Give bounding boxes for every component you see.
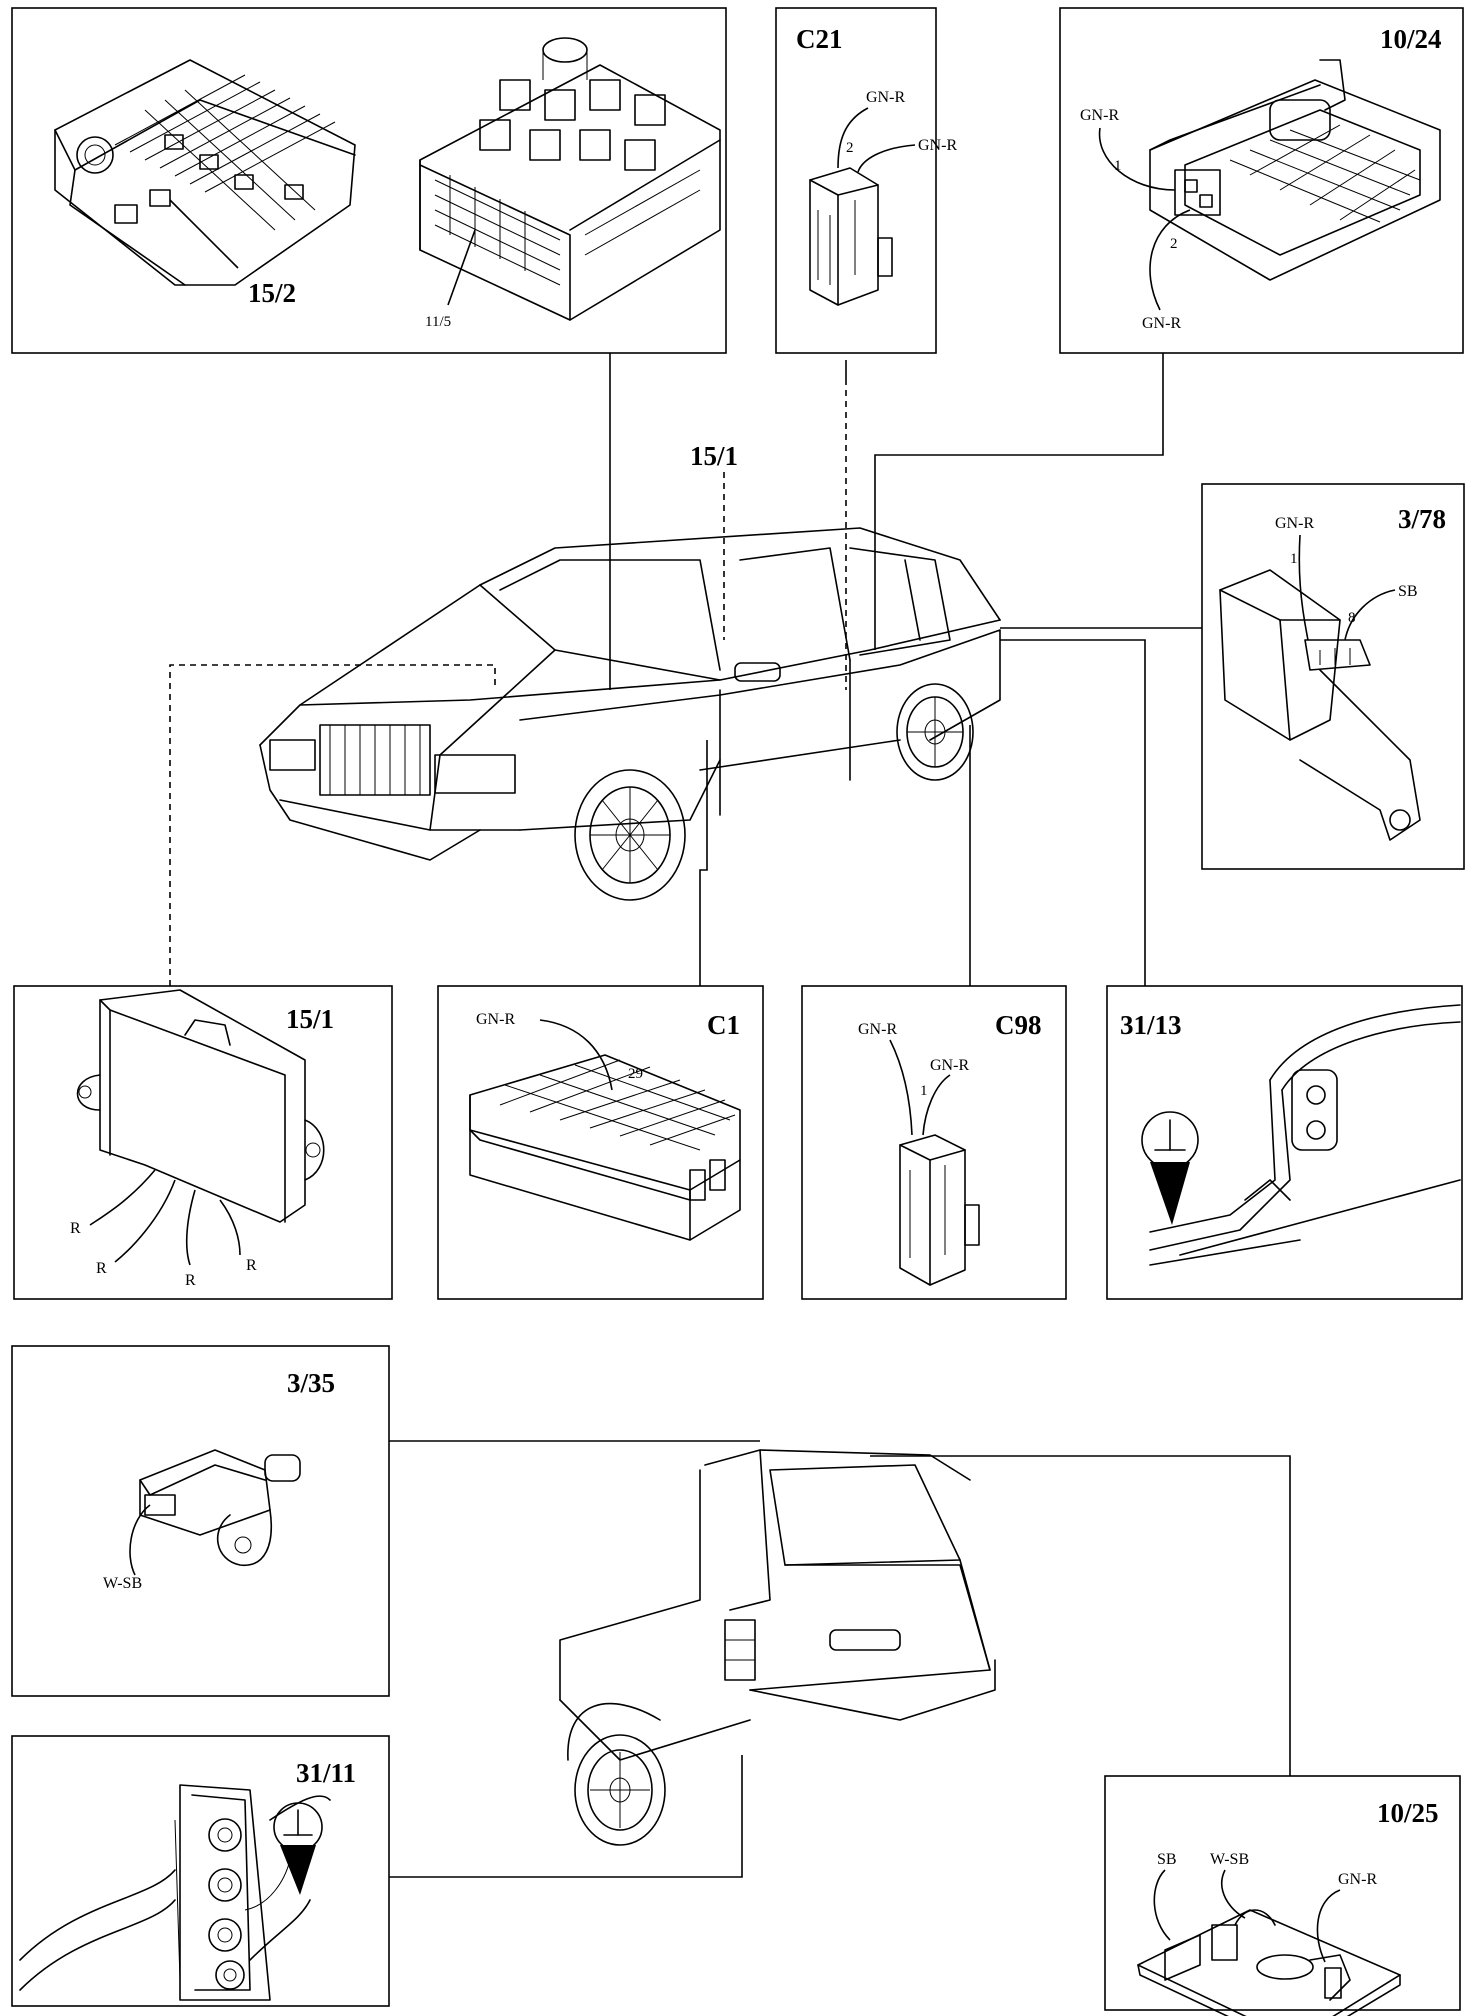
- panel-31-13-label: 31/13: [1120, 1010, 1182, 1040]
- c98-wire-2: GN-R: [930, 1057, 969, 1074]
- p10-24-wire-1: GN-R: [1080, 107, 1119, 124]
- p10-24-pin-1: 1: [1114, 158, 1122, 174]
- panel-10-24-box: [1059, 7, 1464, 354]
- leader-11-5: [447, 229, 476, 306]
- lamp-housing-drawing: [1149, 59, 1441, 281]
- lamp-10-25-drawing: [1137, 1909, 1401, 2016]
- panel-15-2-label: 15/2: [248, 278, 296, 308]
- c1-wire-curve: [539, 1019, 613, 1091]
- c1-wire: GN-R: [476, 1011, 515, 1028]
- p10-25-wire-1: SB: [1157, 1851, 1177, 1868]
- sedan-label: 15/1: [690, 441, 738, 471]
- panel-3-35-label: 3/35: [287, 1368, 335, 1398]
- ground-symbol-icon: [273, 1802, 323, 1895]
- panel-c21-label: C21: [796, 24, 843, 54]
- c98-wire-curve-2: [922, 1074, 951, 1136]
- c21-wire-curve-2: [857, 144, 916, 173]
- p15-1-wire-curve-3: [185, 1189, 196, 1266]
- p10-25-curve-2: [1220, 1869, 1246, 1919]
- panel-3-78-label: 3/78: [1398, 504, 1446, 534]
- c21-wire-curve-1: [837, 107, 869, 169]
- c98-wire-1: GN-R: [858, 1021, 897, 1038]
- panel-c1-label: C1: [707, 1010, 740, 1040]
- connector-lines: [169, 353, 1291, 1878]
- sedan-car-drawing: [259, 527, 1001, 901]
- c98-connector-drawing: [899, 1134, 980, 1286]
- p3-78-pin-1: 1: [1290, 551, 1298, 567]
- p3-78-curve-2: [1344, 589, 1396, 641]
- p15-1-wire-curve-4: [219, 1199, 241, 1256]
- c21-pin: 2: [846, 140, 854, 156]
- p15-1-wire-3: R: [185, 1272, 196, 1289]
- panel-3-35-box: [11, 1345, 390, 1697]
- panel-31-11-box: [11, 1735, 390, 2007]
- p10-25-curve-3: [1316, 1889, 1341, 1963]
- control-module-drawing: [76, 989, 325, 1223]
- p15-1-wire-curve-1: [89, 1169, 156, 1226]
- panel-31-13-box: [1106, 985, 1463, 1300]
- p3-78-pin-8: 8: [1348, 610, 1356, 626]
- wagon-car-drawing: [559, 1449, 996, 1846]
- panel-10-25-box: [1104, 1775, 1461, 2011]
- panel-c98-label: C98: [995, 1010, 1042, 1040]
- p10-24-pin-2: 2: [1170, 236, 1178, 252]
- p10-25-curve-1: [1153, 1869, 1171, 1941]
- p10-25-wire-3: GN-R: [1338, 1871, 1377, 1888]
- p3-78-curve-1: [1298, 534, 1309, 641]
- tail-light-31-11-drawing: [19, 1784, 331, 2001]
- panel-15-1-module-label: 15/1: [286, 1004, 334, 1034]
- c98-pin: 1: [920, 1083, 928, 1099]
- relay-block-drawing: [419, 37, 721, 321]
- p15-1-wire-2: R: [96, 1260, 107, 1277]
- p10-24-curve-1: [1098, 127, 1176, 191]
- leader-15-2: [169, 199, 239, 269]
- p10-25-wire-2: W-SB: [1210, 1851, 1249, 1868]
- panel-10-25-label: 10/25: [1377, 1798, 1439, 1828]
- p3-78-wire-2: SB: [1398, 583, 1418, 600]
- ref-11-5-label: 11/5: [425, 314, 451, 330]
- ground-symbol-icon: [1141, 1111, 1199, 1225]
- c21-wire-1: GN-R: [866, 89, 905, 106]
- ground-point-31-13-drawing: [1149, 1004, 1461, 1266]
- p15-1-wire-1: R: [70, 1220, 81, 1237]
- p10-24-wire-2: GN-R: [1142, 315, 1181, 332]
- p15-1-wire-curve-2: [114, 1179, 176, 1263]
- panel-15-2-box: [11, 7, 727, 354]
- switch-3-78-drawing: [1219, 569, 1421, 841]
- panel-3-78-box: [1201, 483, 1465, 870]
- c1-pin: 29: [628, 1066, 643, 1082]
- panel-10-24-label: 10/24: [1380, 24, 1442, 54]
- c21-wire-2: GN-R: [918, 137, 957, 154]
- fuse-box-drawing: [54, 59, 356, 286]
- p15-1-wire-4: R: [246, 1257, 257, 1274]
- p3-78-wire-1: GN-R: [1275, 515, 1314, 532]
- p10-24-curve-2: [1149, 209, 1191, 311]
- panel-31-11-label: 31/11: [296, 1758, 356, 1788]
- c98-wire-curve-1: [889, 1039, 913, 1136]
- door-switch-3-35-drawing: [139, 1449, 301, 1566]
- panel-c21-box: [775, 7, 937, 354]
- p3-35-wire: W-SB: [103, 1575, 142, 1592]
- panel-c98-box: [801, 985, 1067, 1300]
- c1-connector-drawing: [469, 1054, 741, 1241]
- panel-c1-box: [437, 985, 764, 1300]
- c21-connector-drawing: [809, 167, 893, 306]
- panel-15-1-module-box: [13, 985, 393, 1300]
